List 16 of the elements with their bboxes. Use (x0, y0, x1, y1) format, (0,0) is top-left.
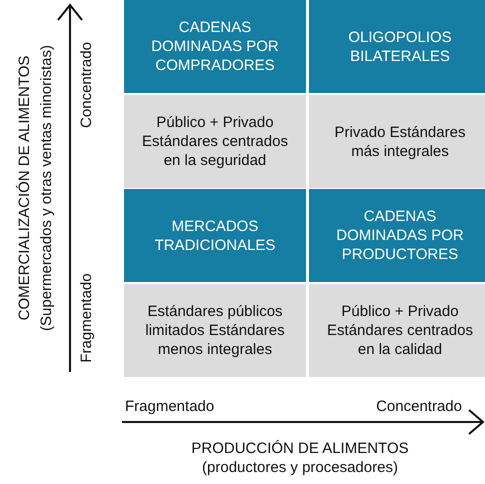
section-heading: CADENAS DOMINADAS POR COMPRADORES (150, 18, 280, 75)
section-body: Estándares públicos limitados Estándares menos integrales (144, 302, 286, 359)
section-heading: OLIGOPOLIOS BILATERALES (347, 28, 453, 66)
section-body: Público + Privado Estándares centrados en la seguridad (141, 113, 289, 170)
axis-end-label: Concentrado (376, 398, 462, 416)
section-body: Privado Estándares más integrales (334, 122, 466, 160)
section-body: Público + Privado Estándares centrados en la calidad (326, 302, 474, 359)
axis-title: COMERCIALIZACIÓN DE ALIMENTOS (16, 56, 34, 320)
axis-end-label: Fragmentado (78, 273, 96, 363)
axis-subtitle: (Supermercados y otras ventas minoristas) (38, 45, 56, 331)
axis-end-label: Fragmentado (125, 398, 214, 416)
axis-title: PRODUCCIÓN DE ALIMENTOS (191, 440, 409, 458)
section-heading: CADENAS DOMINADAS POR PRODUCTORES (335, 207, 465, 264)
axis-subtitle: (productores y procesadores) (202, 459, 398, 477)
axis-end-label: Concentrado (78, 42, 96, 128)
section-heading: MERCADOS TRADICIONALES (154, 216, 276, 254)
